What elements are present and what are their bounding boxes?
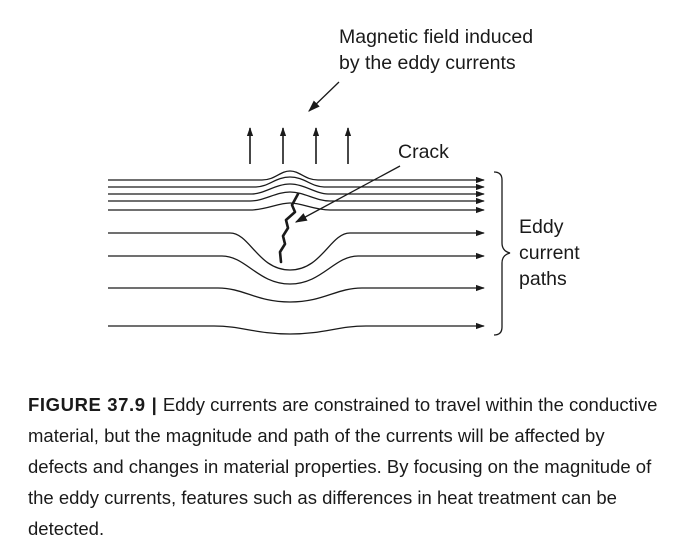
paths-label-line2: current [519, 242, 580, 264]
paths-label-line1: Eddy [519, 216, 564, 238]
current-path-3 [108, 183, 485, 198]
magnetic-field-arrows [246, 127, 352, 164]
current-path-6 [108, 229, 485, 271]
current-paths-brace [493, 171, 511, 336]
field-leader-arrow [308, 81, 340, 112]
field-label-line1: Magnetic field induced [339, 26, 533, 48]
current-path-8 [108, 284, 485, 303]
figure-caption: FIGURE 37.9|Eddy currents are constraine… [28, 389, 668, 544]
caption-text: Eddy currents are constrained to travel … [28, 394, 658, 539]
crack-line [278, 192, 300, 264]
current-path-5 [108, 202, 485, 214]
current-path-9 [108, 322, 485, 335]
figure-number: FIGURE 37.9 [28, 394, 146, 415]
current-path-4 [108, 191, 485, 205]
field-label-line2: by the eddy currents [339, 52, 516, 74]
eddy-current-diagram: Magnetic field induced by the eddy curre… [108, 26, 580, 336]
current-path-7 [108, 252, 485, 285]
eddy-current-paths [108, 170, 485, 335]
current-path-1 [108, 170, 485, 184]
caption-separator: | [151, 394, 157, 415]
current-path-2 [108, 176, 485, 191]
paths-label-line3: paths [519, 268, 567, 290]
crack-label: Crack [398, 141, 449, 163]
